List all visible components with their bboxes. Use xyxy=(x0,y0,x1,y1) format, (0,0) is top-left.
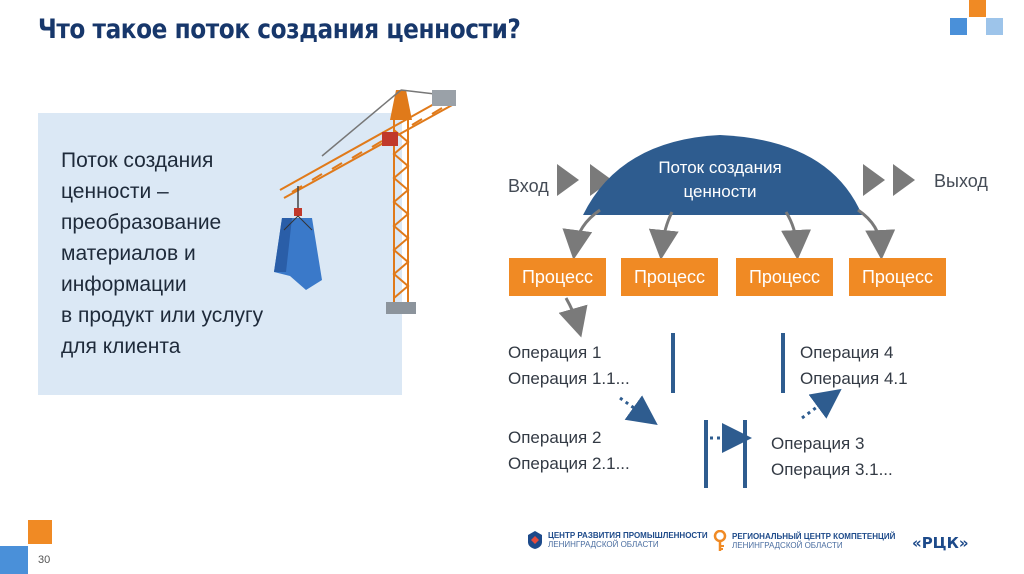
slide-title: Что такое поток создания ценности? xyxy=(38,14,521,45)
operation-group-3: Операция 3 Операция 3.1... xyxy=(771,434,893,479)
input-chevron-1 xyxy=(557,164,579,196)
logo1-line1: ЦЕНТР РАЗВИТИЯ ПРОМЫШЛЕННОСТИ xyxy=(548,531,708,540)
process-box-4: Процесс xyxy=(849,258,946,296)
footer-square-orange xyxy=(28,520,52,544)
operation-group-1: Операция 1 Операция 1.1... xyxy=(508,343,630,388)
crane-illustration xyxy=(274,89,456,314)
logo-competence-center: РЕГИОНАЛЬНЫЙ ЦЕНТР КОМПЕТЕНЦИЙ ЛЕНИНГРАД… xyxy=(712,530,895,552)
logo2-line2: ЛЕНИНГРАДСКОЙ ОБЛАСТИ xyxy=(732,541,843,550)
output-label: Выход xyxy=(934,171,988,191)
page-number: 30 xyxy=(38,554,51,566)
logo1-line2: ЛЕНИНГРАДСКОЙ ОБЛАСТИ xyxy=(548,540,659,549)
logo2-line1: РЕГИОНАЛЬНЫЙ ЦЕНТР КОМПЕТЕНЦИЙ xyxy=(732,532,896,541)
output-chevron-2 xyxy=(893,164,915,196)
input-label: Вход xyxy=(508,176,549,196)
corner-square-orange xyxy=(969,0,986,17)
value-stream-label: Поток создания ценности xyxy=(640,156,800,204)
definition-box xyxy=(38,113,402,395)
definition-text: Поток создания ценности – преобразование… xyxy=(61,149,264,358)
operation-group-2: Операция 2 Операция 2.1... xyxy=(508,428,630,473)
logo-rck: «РЦК» xyxy=(912,534,969,552)
operation-group-4: Операция 4 Операция 4.1 xyxy=(800,343,908,388)
input-chevron-2 xyxy=(590,164,612,196)
value-stream-label-line2: ценности xyxy=(683,182,757,201)
value-stream-dome xyxy=(583,135,862,215)
industry-center-emblem-icon xyxy=(528,531,542,549)
footer-square-blue xyxy=(0,546,28,574)
corner-square-light xyxy=(986,18,1003,35)
process-box-3: Процесс xyxy=(736,258,833,296)
process-box-1: Процесс xyxy=(509,258,606,296)
competence-center-key-icon xyxy=(713,530,727,551)
corner-square-blue xyxy=(950,18,967,35)
logo3-text: «РЦК» xyxy=(912,534,969,552)
value-stream-label-line1: Поток создания xyxy=(658,158,782,177)
logo-industry-center: ЦЕНТР РАЗВИТИЯ ПРОМЫШЛЕННОСТИ ЛЕНИНГРАДС… xyxy=(526,530,708,550)
output-chevron-1 xyxy=(863,164,885,196)
process-box-2: Процесс xyxy=(621,258,718,296)
